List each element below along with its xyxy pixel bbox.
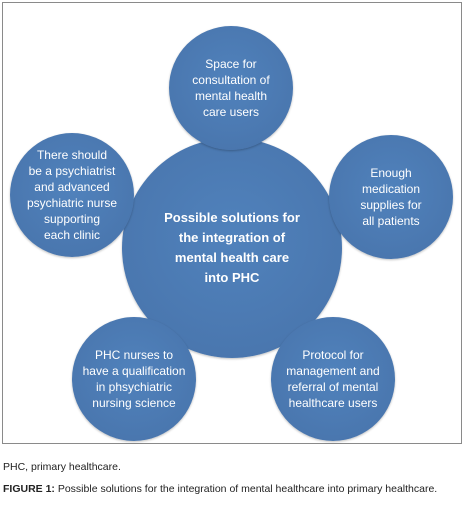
figure-label: FIGURE 1: (3, 483, 55, 495)
circle-consultation-space-label: Space for consultation of mental health … (192, 57, 270, 119)
abbreviation-note: PHC, primary healthcare. (3, 461, 121, 473)
circle-medication-supplies: Enough medication supplies for all patie… (329, 135, 453, 259)
circle-psychiatrist-support: There should be a psychiatrist and advan… (10, 133, 134, 257)
circle-referral-protocol-label: Protocol for management and referral of … (286, 348, 380, 410)
figure-caption-text: Possible solutions for the integration o… (57, 483, 438, 495)
circle-medication-supplies-label: Enough medication supplies for all patie… (360, 166, 422, 228)
circle-consultation-space: Space for consultation of mental health … (169, 26, 293, 150)
circle-nurse-qualification: PHC nurses to have a qualification in ph… (72, 317, 196, 441)
circle-psychiatrist-support-label: There should be a psychiatrist and advan… (26, 148, 118, 242)
diagram-frame: Possible solutions for the integration o… (2, 2, 462, 444)
circle-referral-protocol: Protocol for management and referral of … (271, 317, 395, 441)
figure-caption: FIGURE 1: Possible solutions for the int… (3, 482, 465, 497)
circle-nurse-qualification-label: PHC nurses to have a qualification in ph… (82, 348, 186, 410)
central-circle-label: Possible solutions for the integration o… (164, 210, 300, 285)
